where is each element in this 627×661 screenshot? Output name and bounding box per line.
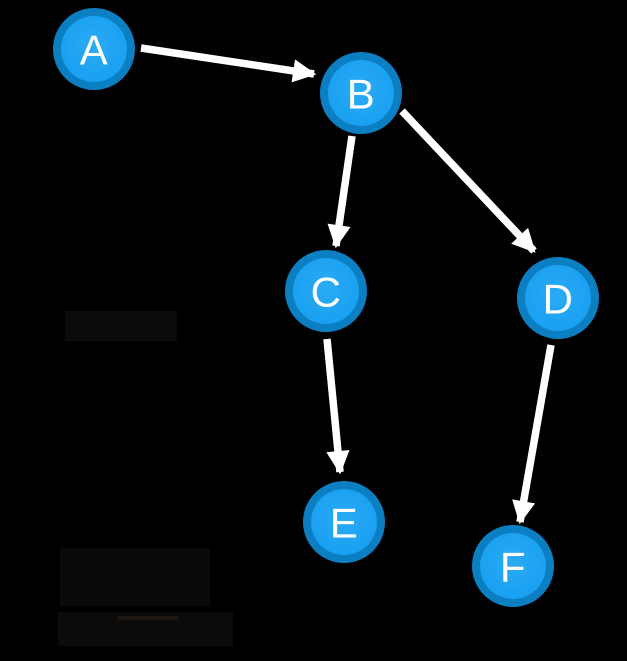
graph-node-F[interactable]: F [472, 525, 554, 607]
node-body-E [311, 489, 377, 555]
edge-arrow-A-to-B [140, 44, 317, 83]
edge-arrow-D-to-F [512, 344, 555, 525]
edge-arrow-B-to-D [399, 108, 537, 254]
node-body-F [480, 533, 546, 599]
edge-arrow-C-to-E [323, 338, 350, 475]
node-body-A [61, 16, 127, 82]
graph-node-E[interactable]: E [303, 481, 385, 563]
edge-arrow-B-to-C [327, 135, 356, 249]
graph-node-A[interactable]: A [53, 8, 135, 90]
graph-node-D[interactable]: D [517, 257, 599, 339]
graph-node-C[interactable]: C [285, 250, 367, 332]
node-body-C [293, 258, 359, 324]
graph-node-B[interactable]: B [320, 52, 402, 134]
node-body-B [328, 60, 394, 126]
edges-layer [140, 44, 555, 525]
node-body-D [525, 265, 591, 331]
